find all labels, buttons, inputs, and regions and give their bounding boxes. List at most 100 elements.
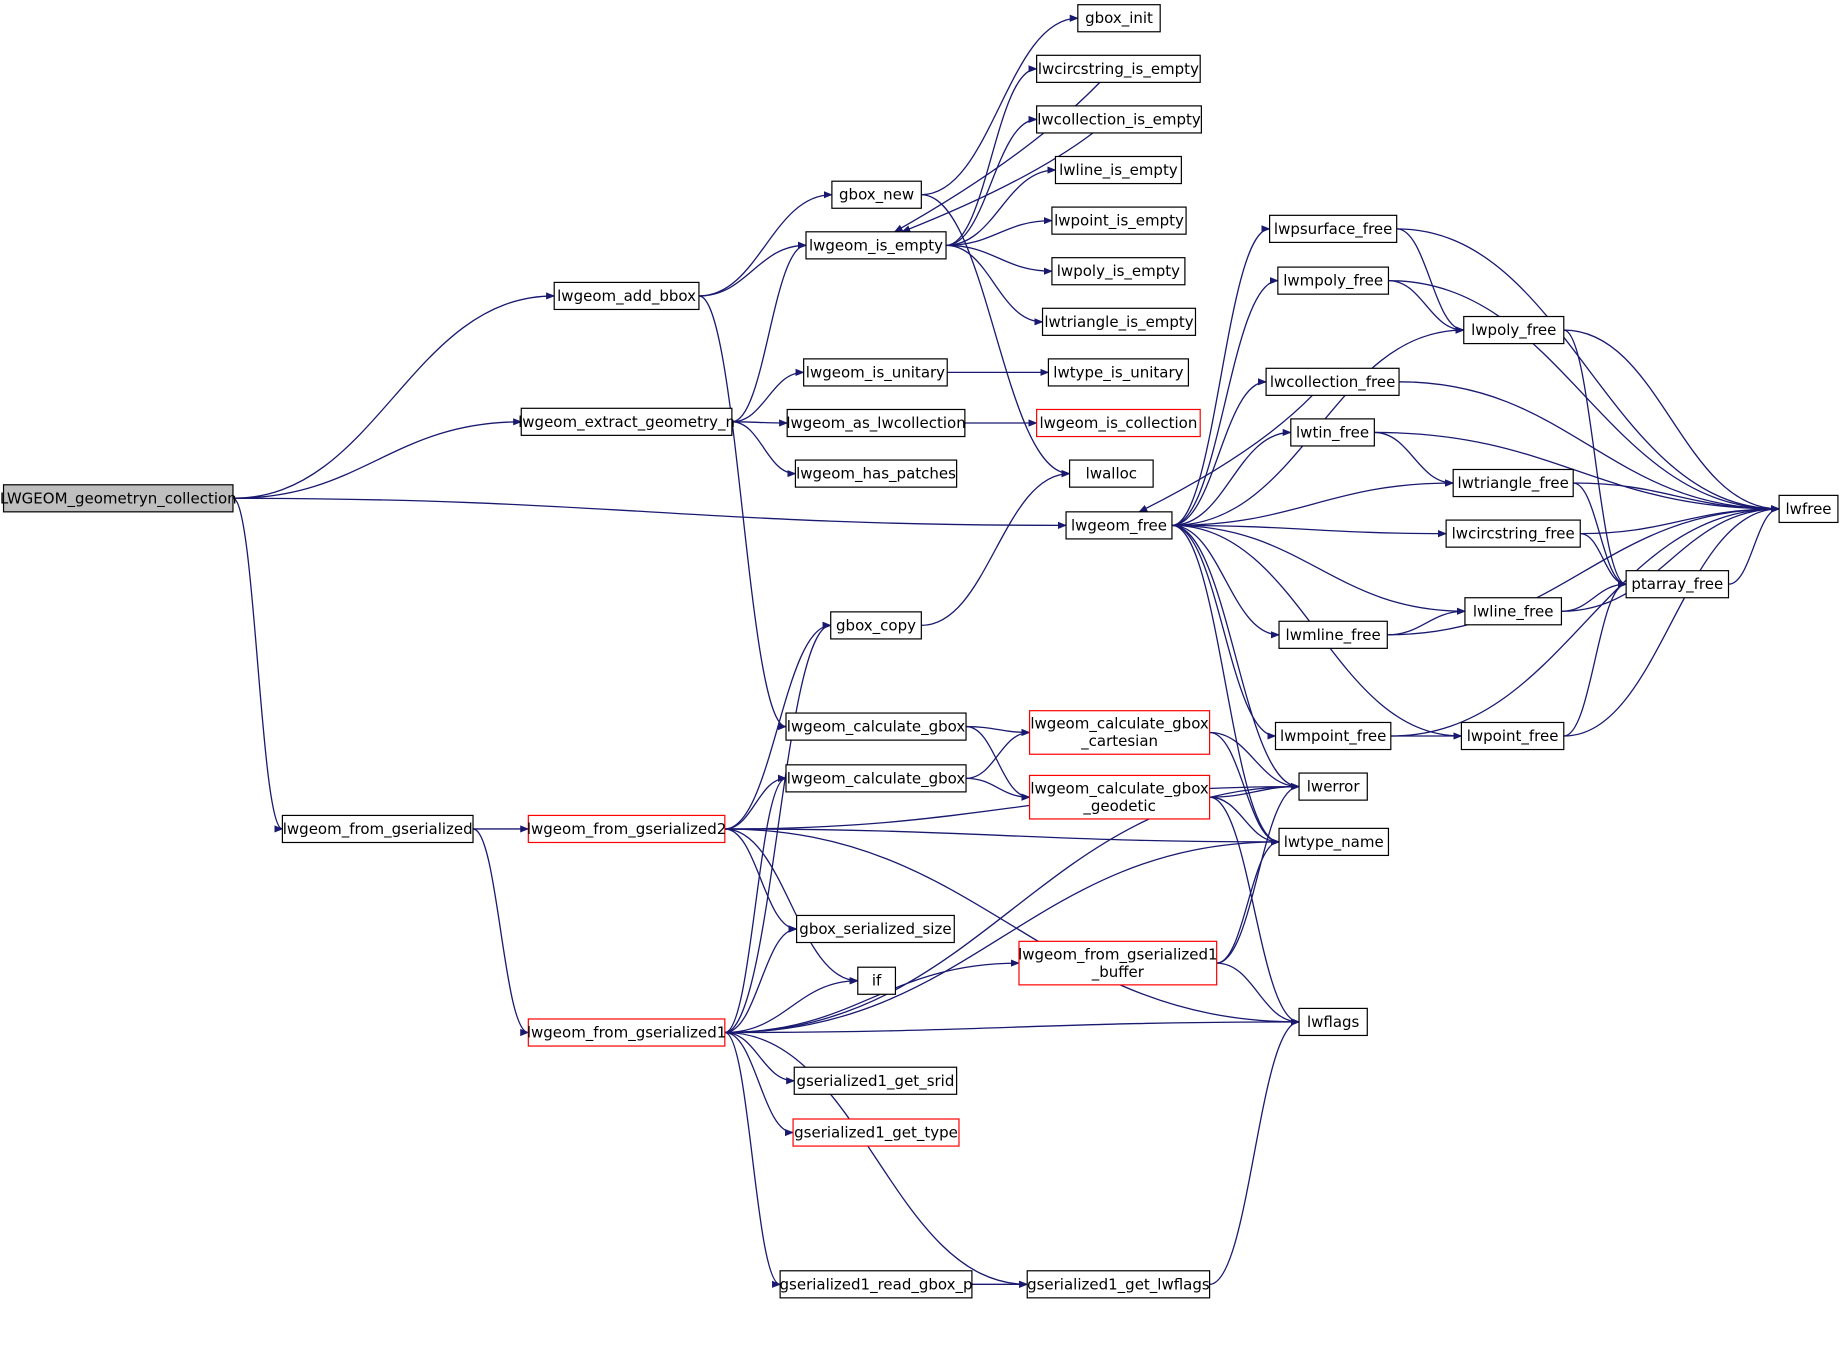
node-gbox-serialized-size[interactable]: gbox_serialized_size <box>795 914 955 944</box>
node-gbox-copy[interactable]: gbox_copy <box>830 611 922 640</box>
node-lwgeom-free[interactable]: lwgeom_free <box>1065 511 1173 540</box>
node-gserialized1-get-lwflags[interactable]: gserialized1_get_lwflags <box>1026 1270 1211 1299</box>
edge-line <box>724 621 832 830</box>
edge-line <box>893 81 1101 233</box>
node-lwgeom-is-empty[interactable]: lwgeom_is_empty <box>805 231 947 260</box>
edge-lwmpoly-free-to-lwpoly-free <box>1388 279 1465 334</box>
edge-line <box>1563 329 1781 513</box>
node-lwtype-is-unitary[interactable]: lwtype_is_unitary <box>1047 358 1190 387</box>
node-lwgeom-as-lwcollection[interactable]: lwgeom_as_lwcollection <box>786 408 966 438</box>
node-label: lwline_is_empty <box>1059 161 1178 180</box>
node-root[interactable]: LWGEOM_geometryn_collection <box>0 484 237 513</box>
node-lwgeom-extract-geometry-n[interactable]: lwgeom_extract_geometry_n <box>518 407 735 436</box>
node-lwgeom-add-bbox[interactable]: lwgeom_add_bbox <box>553 281 700 311</box>
node-label: lwgeom_extract_geometry_n <box>518 413 735 432</box>
node-ptarray-free[interactable]: ptarray_free <box>1625 570 1730 599</box>
node-lwgeom-from-gserialized2[interactable]: lwgeom_from_gserialized2 <box>527 814 726 844</box>
node-lwgeom-calculate-gbox-geodetic[interactable]: lwgeom_calculate_gbox_geodetic <box>1028 774 1211 820</box>
node-lwerror[interactable]: lwerror <box>1298 772 1368 801</box>
node-lwflags[interactable]: lwflags <box>1298 1007 1368 1037</box>
edge-line <box>965 725 1031 801</box>
node-lwline-is-empty[interactable]: lwline_is_empty <box>1054 155 1182 185</box>
node-lwpoint-is-empty[interactable]: lwpoint_is_empty <box>1051 206 1187 235</box>
edge-lwmpoly-free-to-lwfree <box>1388 279 1781 513</box>
edge-line <box>946 244 1044 326</box>
node-lwcollection-is-empty[interactable]: lwcollection_is_empty <box>1036 105 1202 134</box>
node-box <box>793 1066 958 1095</box>
edge-lwpoly-free-to-lwfree <box>1563 329 1781 513</box>
edge-line <box>966 777 1031 801</box>
node-label: lwgeom_from_gserialized1 <box>527 1024 726 1043</box>
edge-lwgeom-from-gserialized1-to-gbox-serialized-size <box>724 925 798 1034</box>
edge-lwgeom-calculate-gbox-a-to-lwgeom-calculate-gbox-geodetic <box>965 725 1031 801</box>
edge-line <box>724 1031 796 1085</box>
node-box <box>1036 54 1201 83</box>
edge-line <box>1561 505 1781 612</box>
node-label: lwpoint_is_empty <box>1054 212 1184 231</box>
node-lwpoly-is-empty[interactable]: lwpoly_is_empty <box>1051 257 1186 286</box>
node-box <box>553 281 700 311</box>
edge-line <box>724 774 787 830</box>
edge-line <box>1216 962 1300 1026</box>
edge-lwgeom-is-empty-to-lwtriangle-is-empty <box>946 244 1044 326</box>
edge-line <box>1374 431 1781 513</box>
edge-lwgeom-add-bbox-to-lwgeom-calculate-gbox-a <box>698 295 787 731</box>
node-box <box>1047 358 1190 387</box>
node-lwgeom-calculate-gbox-a[interactable]: lwgeom_calculate_gbox <box>785 712 967 741</box>
node-gbox-new[interactable]: gbox_new <box>831 180 922 209</box>
node-lwcircstring-is-empty[interactable]: lwcircstring_is_empty <box>1036 54 1201 83</box>
node-label: lwcollection_free <box>1270 373 1395 392</box>
node-lwgeom-is-collection[interactable]: lwgeom_is_collection <box>1036 408 1201 438</box>
node-lwpoly-free[interactable]: lwpoly_free <box>1463 315 1565 345</box>
edges-layer <box>232 14 1781 1288</box>
node-gbox-init[interactable]: gbox_init <box>1077 4 1161 33</box>
edge-line <box>731 368 805 423</box>
node-lwgeom-calculate-gbox-b[interactable]: lwgeom_calculate_gbox <box>785 764 967 793</box>
node-box <box>785 764 967 793</box>
edge-line <box>1171 277 1279 527</box>
node-label: lwtriangle_is_empty <box>1044 313 1193 332</box>
edge-line <box>1216 783 1300 964</box>
node-label: if <box>872 972 882 990</box>
node-lwgeom-calculate-gbox-cartesian[interactable]: lwgeom_calculate_gbox_cartesian <box>1028 710 1211 755</box>
node-lwgeom-from-gserialized[interactable]: lwgeom_from_gserialized <box>281 814 474 844</box>
node-lwcircstring-free[interactable]: lwcircstring_free <box>1445 519 1581 548</box>
node-lwtin-free[interactable]: lwtin_free <box>1290 418 1375 447</box>
edge-lwgeom-from-gserialized2-to-lwgeom-calculate-gbox-b <box>724 774 787 830</box>
node-gserialized1-get-type[interactable]: gserialized1_get_type <box>792 1118 960 1147</box>
node-box <box>805 231 947 260</box>
node-box <box>1445 519 1581 548</box>
node-gserialized1-read-gbox-p[interactable]: gserialized1_read_gbox_p <box>780 1270 973 1299</box>
edge-line <box>1171 428 1292 527</box>
node-lwtype-name[interactable]: lwtype_name <box>1278 827 1390 857</box>
edge-line <box>724 828 798 933</box>
node-lwgeom-is-unitary[interactable]: lwgeom_is_unitary <box>803 358 948 387</box>
node-lwline-free[interactable]: lwline_free <box>1464 597 1563 626</box>
node-lwgeom-from-gserialized1-buffer[interactable]: lwgeom_from_gserialized1_buffer <box>1018 940 1218 986</box>
node-label: lwline_free <box>1473 602 1554 621</box>
edge-lwgeom-from-gserialized1-to-lwtype-name <box>724 838 1280 1034</box>
node-lwmpoly-free[interactable]: lwmpoly_free <box>1277 266 1390 295</box>
node-lwpoint-free[interactable]: lwpoint_free <box>1460 721 1565 751</box>
node-lwtriangle-free[interactable]: lwtriangle_free <box>1452 468 1574 498</box>
edge-line <box>1171 524 1280 639</box>
node-lwfree[interactable]: lwfree <box>1778 494 1839 524</box>
node-lwalloc[interactable]: lwalloc <box>1068 459 1154 488</box>
edge-lwgeom-free-to-lwmpoint-free <box>1171 524 1277 740</box>
node-lwgeom-from-gserialized1[interactable]: lwgeom_from_gserialized1 <box>527 1018 726 1047</box>
edge-line <box>1216 838 1280 964</box>
node-lwmpoint-free[interactable]: lwmpoint_free <box>1274 721 1392 751</box>
node-lwpsurface-free[interactable]: lwpsurface_free <box>1269 214 1398 243</box>
node-lwmline-free[interactable]: lwmline_free <box>1278 620 1388 649</box>
node-lwcollection-free[interactable]: lwcollection_free <box>1265 367 1400 396</box>
node-gserialized1-get-srid[interactable]: gserialized1_get_srid <box>793 1066 958 1095</box>
node-lwtriangle-is-empty[interactable]: lwtriangle_is_empty <box>1041 307 1197 336</box>
node-if[interactable]: if <box>857 966 897 995</box>
node-lwgeom-has-patches[interactable]: lwgeom_has_patches <box>794 459 958 488</box>
edge-line <box>1138 394 1313 513</box>
node-label: gserialized1_read_gbox_p <box>780 1275 973 1294</box>
node-box <box>795 914 955 944</box>
node-box <box>1298 1007 1368 1037</box>
edge-lwline-free-to-lwfree <box>1561 505 1781 612</box>
edge-lwgeom-add-bbox-to-gbox-new <box>698 191 833 297</box>
